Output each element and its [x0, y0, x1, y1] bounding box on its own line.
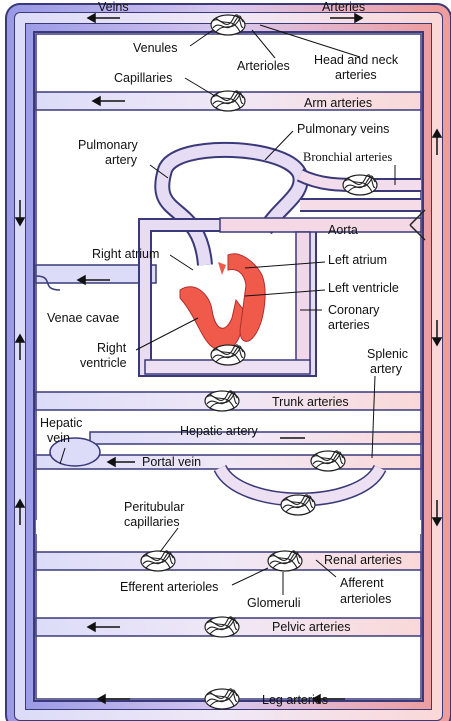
label-left-ventricle: Left ventricle [328, 281, 399, 295]
arrow-top-left [86, 12, 120, 24]
arrow-left-up-1 [14, 200, 26, 227]
label-venules: Venules [133, 41, 177, 55]
label-right-ventricle-2: ventricle [80, 356, 127, 370]
label-leg-arteries: Leg arteries [262, 693, 328, 707]
coronary-capillary-bed [210, 344, 246, 366]
arrow-right-up-1 [431, 128, 443, 155]
arrow-leg-left [96, 693, 130, 705]
venae-cavae-vessels [35, 264, 157, 291]
glomerular-capillary-bed [267, 550, 303, 572]
label-arm-arteries: Arm arteries [304, 96, 372, 110]
label-hepatic-artery: Hepatic artery [180, 424, 259, 438]
label-pulmonary-artery-1: Pulmonary [78, 138, 138, 152]
label-trunk-arteries: Trunk arteries [272, 395, 349, 409]
flow-arrows [14, 12, 443, 705]
label-renal-arteries: Renal arteries [324, 553, 402, 567]
label-left-atrium: Left atrium [328, 253, 387, 267]
label-afferent-2: arterioles [340, 592, 391, 606]
label-pelvic-arteries: Pelvic arteries [272, 620, 351, 634]
arrow-portal [106, 456, 135, 468]
label-right-atrium: Right atrium [92, 247, 159, 261]
arm-capillary-bed [210, 90, 246, 112]
label-peritubular-1: Peritubular [124, 500, 184, 514]
arrow-pelvic [86, 621, 120, 633]
label-glomeruli: Glomeruli [247, 596, 301, 610]
arrow-right-down-1 [431, 320, 443, 347]
vessel-network [5, 3, 451, 721]
splenic-capillary-bed [310, 450, 346, 472]
label-afferent-1: Afferent [340, 576, 384, 590]
label-splenic-2: artery [370, 362, 403, 376]
arrow-left-up-3 [14, 498, 26, 525]
pelvic-capillary-bed [204, 616, 240, 638]
label-peritubular-2: capillaries [124, 515, 180, 529]
arrow-right-down-2 [431, 500, 443, 527]
label-venae-cavae: Venae cavae [47, 311, 119, 325]
head-neck-capillary-bed [210, 14, 246, 36]
arrow-venae-cavae [76, 274, 110, 286]
trunk-capillary-bed [204, 390, 240, 412]
leader-lines [59, 24, 396, 595]
leg-capillary-bed [204, 688, 240, 710]
label-pulmonary-veins: Pulmonary veins [297, 122, 389, 136]
label-coronary-2: arteries [328, 318, 370, 332]
label-hepatic-vein-1: Hepatic [40, 416, 82, 430]
label-portal-vein: Portal vein [142, 455, 201, 469]
bronchial-capillary-bed [342, 174, 378, 196]
label-splenic-1: Splenic [367, 347, 408, 361]
arrow-left-up-2 [14, 333, 26, 360]
label-coronary-1: Coronary [328, 303, 380, 317]
label-veins: Veins [98, 0, 129, 14]
labels: Veins Arteries Venules Arterioles Head a… [40, 0, 408, 707]
label-right-ventricle-1: Right [97, 341, 127, 355]
heart [179, 253, 266, 351]
label-arteries-header: Arteries [322, 0, 365, 14]
arrow-arm [91, 95, 125, 107]
label-pulmonary-artery-2: artery [105, 153, 138, 167]
label-hepatic-vein-2: vein [47, 431, 70, 445]
label-head-neck-1: Head and neck [314, 53, 399, 67]
peritubular-capillary-bed [140, 550, 176, 572]
label-head-neck-2: arteries [335, 68, 377, 82]
intestinal-capillary-bed [280, 494, 316, 516]
arrow-leg-right [311, 693, 345, 705]
label-capillaries: Capillaries [114, 71, 172, 85]
label-bronchial-arteries: Bronchial arteries [303, 150, 392, 164]
label-aorta: Aorta [328, 223, 358, 237]
label-efferent-arterioles: Efferent arterioles [120, 580, 218, 594]
heart-vessels [138, 209, 426, 377]
arrow-top-right [330, 12, 364, 24]
label-arterioles: Arterioles [237, 59, 290, 73]
